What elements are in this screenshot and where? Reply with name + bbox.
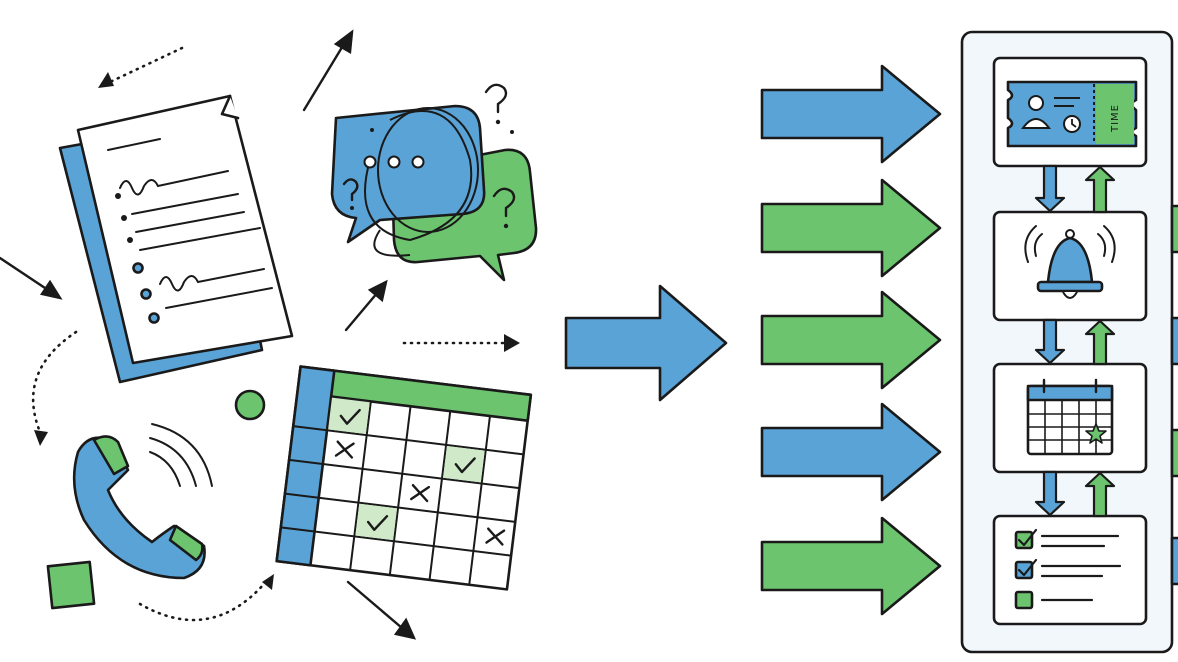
schedule-grid-icon <box>275 365 533 591</box>
transition-arrow <box>564 284 728 402</box>
up-connector-2 <box>1084 319 1116 366</box>
input-arrow-3 <box>760 290 942 390</box>
ticket-icon: TIME <box>1006 80 1138 148</box>
bell-icon <box>1024 225 1116 299</box>
input-arrow-5 <box>760 516 942 616</box>
green-dot <box>234 389 266 421</box>
input-arrows <box>760 64 942 616</box>
checklist-icon <box>1014 528 1122 610</box>
edge-arrows <box>1170 204 1178 586</box>
document-icon <box>58 94 294 384</box>
down-connector-2 <box>1034 318 1066 365</box>
pipeline-step-calendar <box>992 362 1148 474</box>
scatter-arrows <box>0 29 520 640</box>
pipeline-step-ticket: TIME <box>992 56 1148 168</box>
chat-bubbles-icon <box>330 83 538 282</box>
green-square <box>46 560 96 610</box>
input-arrow-1 <box>760 64 942 164</box>
input-arrow-2 <box>760 178 942 278</box>
pipeline-connectors <box>1034 164 1116 518</box>
down-connector-1 <box>1034 164 1066 213</box>
input-arrow-4 <box>760 402 942 502</box>
up-connector-1 <box>1084 165 1116 214</box>
pipeline-step-bell <box>992 210 1148 322</box>
ticket-label: TIME <box>1110 104 1121 133</box>
phone-icon <box>72 423 213 580</box>
down-connector-3 <box>1034 470 1066 517</box>
calendar-icon <box>1026 378 1114 456</box>
pipeline-step-checklist <box>992 514 1148 626</box>
up-connector-3 <box>1084 471 1116 518</box>
